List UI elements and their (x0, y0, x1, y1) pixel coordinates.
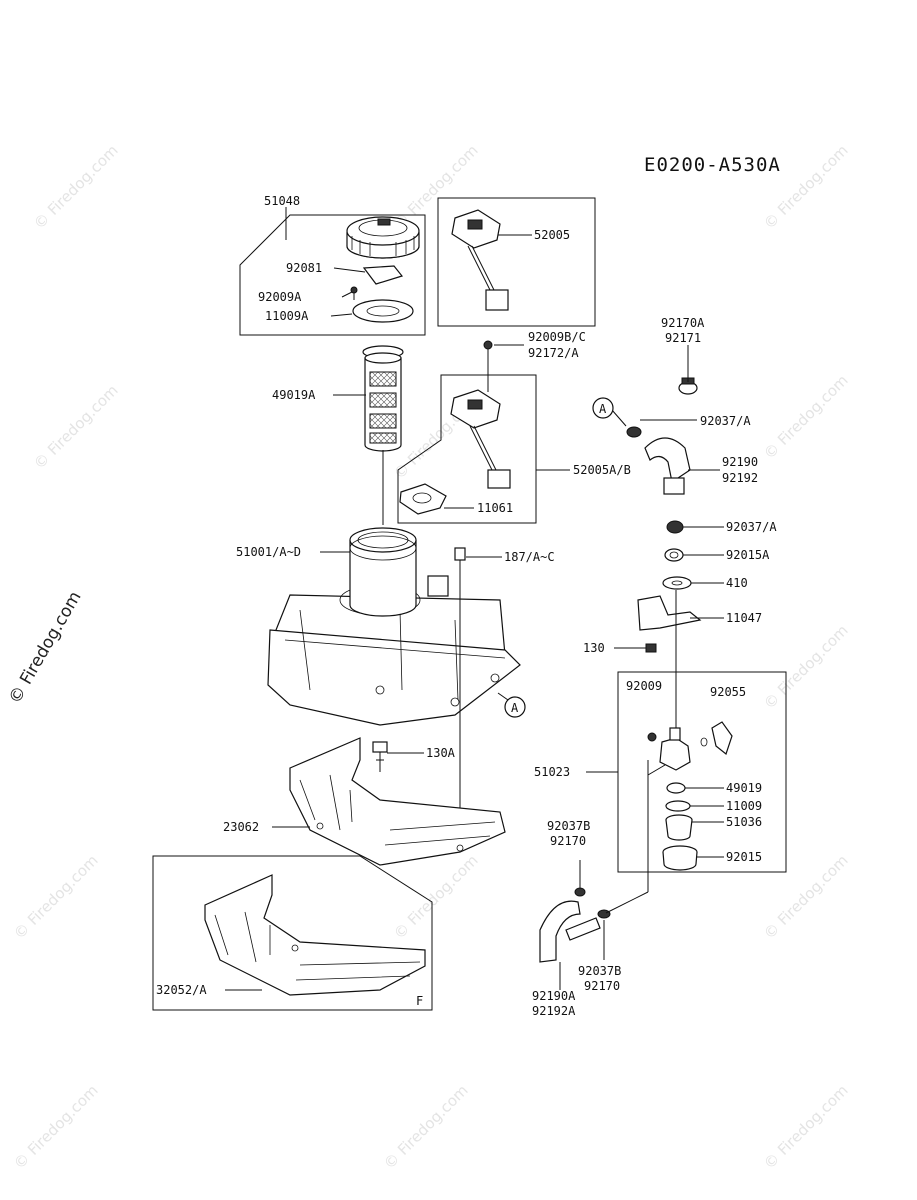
watermark: © Firedog.com (380, 1081, 472, 1173)
strainer-49019 (666, 782, 686, 794)
leader-lines (225, 207, 724, 991)
screw-92009A (350, 286, 358, 300)
part-label: 51036 (726, 815, 762, 829)
part-label: 92190A (532, 989, 576, 1003)
watermark: © Firedog.com (10, 851, 102, 943)
callout-A-tank: A (504, 696, 526, 718)
bush-92015A (664, 548, 684, 562)
part-label: 92037/A (700, 414, 751, 428)
watermark: © Firedog.com (30, 141, 122, 233)
part-label: 410 (726, 576, 748, 590)
under-guard-32052 (204, 874, 426, 996)
part-label: 92037B (547, 819, 590, 833)
under-guard-23062 (289, 737, 506, 866)
part-label: 11061 (477, 501, 513, 515)
part-label: 32052/A (156, 983, 207, 997)
part-label: 92037/A (726, 520, 777, 534)
part-label: 92015 (726, 850, 762, 864)
part-label: 92081 (286, 261, 322, 275)
watermark: © Firedog.com (760, 851, 852, 943)
watermark: © Firedog.com (30, 381, 122, 473)
cup-51036 (665, 814, 693, 841)
part-label: 11009A (265, 309, 309, 323)
part-label: 92009B/C (528, 330, 586, 344)
part-label: 92172/A (528, 346, 579, 360)
gasket-11061 (399, 483, 447, 515)
fuel-filter-49019A (362, 345, 404, 452)
clamp-92037A-lower (666, 520, 684, 534)
part-label: 11009 (726, 799, 762, 813)
washer-410 (662, 576, 692, 590)
watermark: © Firedog.com (760, 621, 852, 713)
cap-plate-92081 (362, 265, 404, 285)
part-label: 92170 (550, 834, 586, 848)
part-label: 92037B (578, 964, 621, 978)
part-label: 130A (426, 746, 456, 760)
part-label: 92009 (626, 679, 662, 693)
box-tag-F: F (416, 994, 423, 1008)
part-label: 23062 (223, 820, 259, 834)
part-label: 92009A (258, 290, 302, 304)
group-boxes (152, 197, 787, 1011)
screw-92009BC (483, 340, 493, 392)
watermark: © Firedog.com (760, 1081, 852, 1173)
svg-text:A: A (599, 402, 607, 416)
bracket-11047 (637, 595, 702, 631)
part-label: 92192 (722, 471, 758, 485)
part-label: 92055 (710, 685, 746, 699)
diagram-code: E0200-A530A (644, 154, 781, 176)
watermark: © Firedog.com (390, 851, 482, 943)
gasket-11009A (352, 299, 414, 323)
drain-plug-187 (454, 547, 466, 848)
fuel-tank-51001 (267, 527, 521, 726)
watermark: © Firedog.com (760, 371, 852, 463)
part-labels: 51048 92081 92009A 11009A 49019A 51001/A… (156, 194, 777, 1018)
hose-92190A (539, 900, 601, 963)
part-label: 92171 (665, 331, 701, 345)
fuel-gauge-52005AB (450, 389, 511, 489)
part-label: 51001/A~D (236, 545, 301, 559)
part-label: 11047 (726, 611, 762, 625)
svg-text:A: A (511, 701, 519, 715)
hose-92190 (644, 437, 691, 495)
fuel-cock-51023 (647, 721, 733, 776)
part-label: 51023 (534, 765, 570, 779)
part-label: 92015A (726, 548, 770, 562)
part-label: 52005 (534, 228, 570, 242)
callout-A-hose: A (592, 397, 614, 419)
part-label: 187/A~C (504, 550, 555, 564)
bolt-130A (372, 741, 388, 772)
part-label: 92192A (532, 1004, 576, 1018)
side-watermark: © Firedog.com (5, 588, 86, 707)
part-label: 51048 (264, 194, 300, 208)
bolt-130 (645, 643, 657, 653)
part-label: 49019A (272, 388, 316, 402)
part-label: 92190 (722, 455, 758, 469)
gasket-11009 (665, 800, 691, 812)
fuel-gauge-52005 (451, 209, 509, 311)
ring-92015 (662, 845, 698, 871)
watermark: © Firedog.com (10, 1081, 102, 1173)
part-label: 49019 (726, 781, 762, 795)
fuel-cap (346, 216, 420, 259)
clamp-92037A-upper (626, 426, 642, 438)
part-label: 92170A (661, 316, 705, 330)
part-label: 130 (583, 641, 605, 655)
part-label: 52005A/B (573, 463, 631, 477)
part-label: 92170 (584, 979, 620, 993)
